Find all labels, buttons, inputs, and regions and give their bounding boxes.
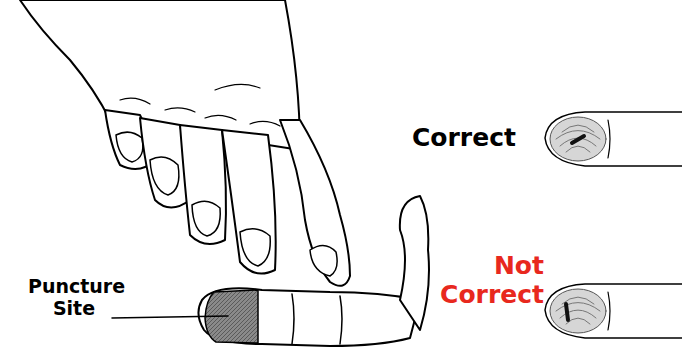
holder-finger <box>222 130 276 274</box>
finger-crease <box>292 294 342 344</box>
part-label: Puncture Site <box>28 276 120 320</box>
patient-finger <box>198 288 420 346</box>
finger-nail <box>150 157 179 195</box>
holder-finger <box>180 125 226 244</box>
thumb-nail <box>310 245 337 276</box>
finger-nail <box>116 132 143 162</box>
patient-hand <box>400 196 429 330</box>
correct-fingertip <box>545 112 682 166</box>
finger-nail <box>192 201 220 236</box>
holder-thumb <box>280 120 350 286</box>
finger-nail <box>240 229 270 266</box>
leader-line <box>112 316 228 318</box>
knuckle-lines <box>120 84 280 126</box>
status-label: Not Correct <box>440 252 544 310</box>
incorrect-fingertip <box>545 284 682 338</box>
status-label: Correct <box>412 124 542 153</box>
